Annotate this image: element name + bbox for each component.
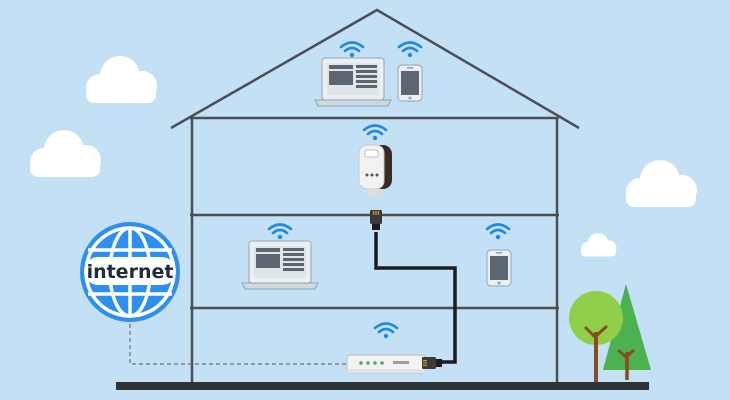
wifi-icon <box>339 41 365 59</box>
laptop-icon <box>314 57 392 107</box>
ethernet-cable <box>374 232 457 364</box>
internet-connection-line <box>129 324 347 365</box>
wifi-icon <box>397 41 423 59</box>
wifi-icon <box>485 223 511 241</box>
wifi-icon <box>373 322 399 340</box>
tree-icon <box>603 284 651 380</box>
wifi-icon <box>362 124 388 142</box>
internet-label: internet <box>87 261 174 283</box>
ground-line <box>116 382 649 390</box>
cloud-icon <box>30 130 101 177</box>
wifi-icon <box>267 223 293 241</box>
ethernet-plug-icon <box>370 210 382 230</box>
smartphone-icon <box>486 249 512 287</box>
cloud-icon <box>626 160 697 207</box>
ethernet-plug-icon <box>422 357 442 369</box>
router-icon <box>346 354 426 374</box>
wifi-extender-icon <box>358 144 392 197</box>
cloud-icon <box>581 233 617 257</box>
tree-icon <box>569 291 623 382</box>
smartphone-icon <box>397 64 423 102</box>
internet-label-box <box>84 257 176 285</box>
laptop-icon <box>241 240 319 290</box>
globe-icon: internet <box>80 222 180 322</box>
cloud-icon <box>86 56 157 103</box>
